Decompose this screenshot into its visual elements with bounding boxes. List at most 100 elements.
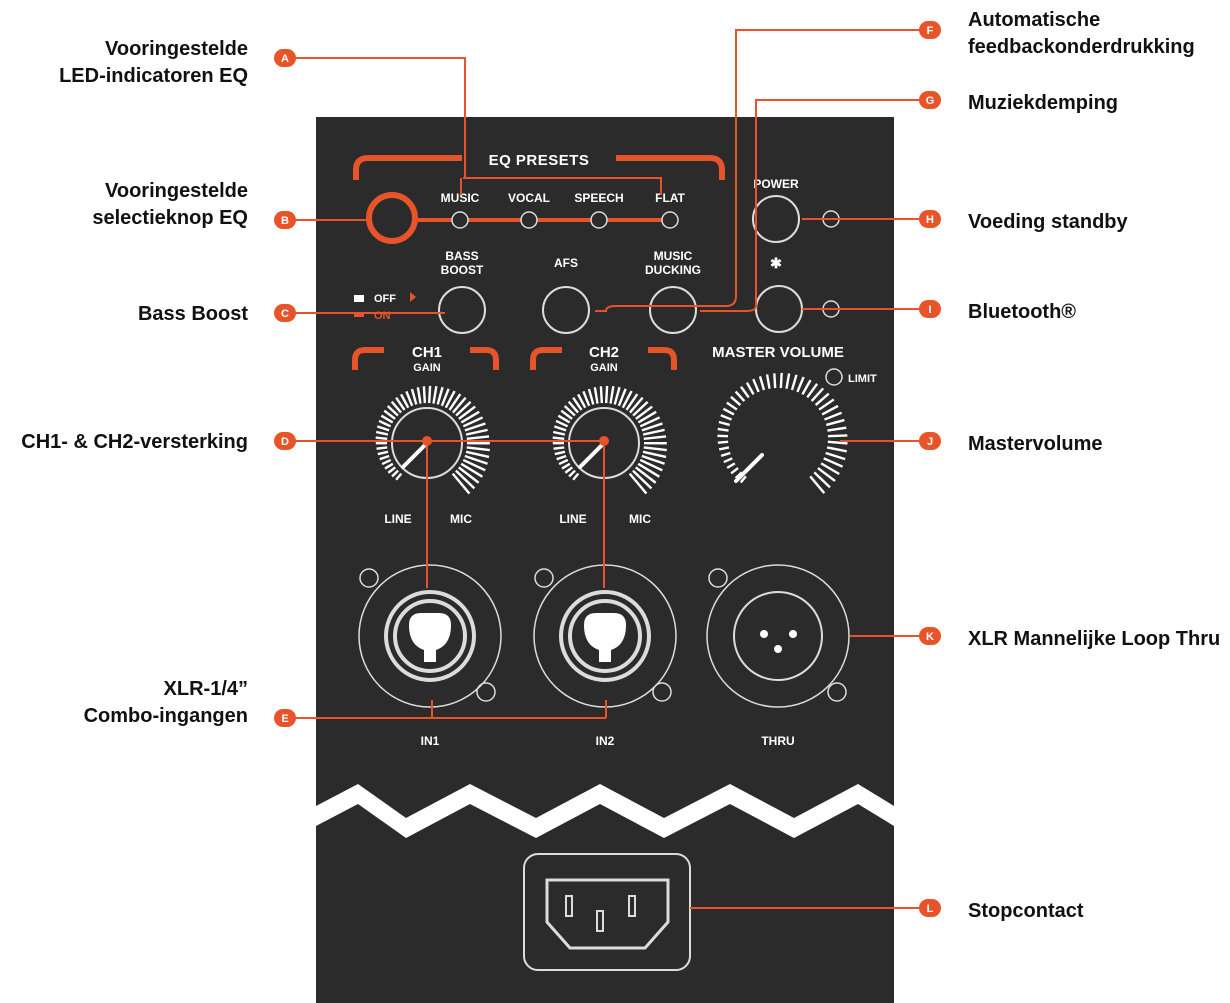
ch1-gain-pointer	[401, 441, 429, 469]
bass-boost-label-2: BOOST	[441, 263, 484, 277]
off-label: OFF	[374, 293, 396, 305]
callout-label-line: Vooringestelde	[105, 38, 248, 60]
callout-badge-letter: B	[281, 215, 289, 227]
callout-b: B Vooringestelde selectieknop EQ	[92, 180, 296, 229]
master-volume-pointer[interactable]	[734, 453, 764, 483]
eq-preset-led-flat	[661, 211, 679, 229]
eq-preset-led-speech	[590, 211, 608, 229]
callout-label-line: feedbackonderdrukking	[968, 36, 1195, 58]
ch2-gain-label: GAIN	[590, 362, 618, 374]
callout-f: F Automatische feedbackonderdrukking	[919, 9, 1195, 58]
off-indicator-icon	[354, 295, 364, 302]
eq-presets-bracket	[353, 155, 725, 180]
callout-e: E XLR-1/4” Combo-ingangen	[84, 678, 296, 727]
callout-d: D CH1- & CH2-versterking	[21, 431, 296, 453]
callout-label-line: Voeding standby	[968, 211, 1129, 233]
limit-led	[825, 368, 843, 386]
ch1-mic-label: MIC	[450, 512, 472, 526]
callout-badge	[274, 432, 296, 450]
ch2-gain-dot	[599, 436, 609, 446]
power-label: POWER	[753, 177, 799, 191]
power-button[interactable]	[752, 195, 800, 243]
ch2-bracket	[530, 347, 677, 370]
ch2-mic-label: MIC	[629, 512, 651, 526]
bass-boost-label-1: BASS	[445, 249, 478, 263]
bass-boost-button[interactable]	[438, 286, 486, 334]
callout-g: G Muziekdemping	[919, 91, 1118, 114]
eq-preset-led-vocal	[520, 211, 538, 229]
callout-badge	[274, 211, 296, 229]
power-inlet[interactable]	[523, 853, 691, 971]
callout-l: L Stopcontact	[919, 899, 1084, 922]
in1-combo-jack[interactable]	[358, 564, 502, 708]
in2-label: IN2	[596, 734, 615, 748]
bluetooth-icon: ✱	[770, 255, 782, 271]
callout-k: K XLR Mannelijke Loop Thru	[919, 627, 1220, 650]
callout-lines	[293, 29, 930, 909]
eq-presets-title: EQ PRESETS	[489, 152, 590, 169]
callout-badge	[919, 899, 941, 917]
master-volume-scale	[717, 372, 848, 494]
callout-label-line: Automatische	[968, 9, 1100, 31]
master-volume-label: MASTER VOLUME	[712, 344, 844, 361]
callout-badge-letter: A	[281, 53, 289, 65]
off-arrow-icon	[410, 292, 416, 302]
callout-badge	[919, 91, 941, 109]
callout-label-line: Bluetooth®	[968, 301, 1076, 323]
eq-preset-label-flat: FLAT	[655, 191, 685, 205]
callout-badge	[919, 432, 941, 450]
ch1-bracket	[352, 347, 499, 370]
callout-badge	[274, 709, 296, 727]
callout-badge-letter: J	[927, 436, 933, 448]
callout-badge	[274, 49, 296, 67]
callout-badge-letter: I	[928, 304, 931, 316]
callout-badge-letter: C	[281, 308, 289, 320]
callout-badge-letter: D	[281, 436, 289, 448]
music-ducking-label-1: MUSIC	[654, 249, 693, 263]
music-ducking-button[interactable]	[649, 286, 697, 334]
panel-break	[316, 784, 894, 838]
callout-badge-letter: E	[281, 713, 288, 725]
ch2-gain-pointer	[578, 441, 606, 469]
callout-label-line: Vooringestelde	[105, 180, 248, 202]
callout-badge-letter: F	[927, 25, 934, 37]
callout-badge	[274, 304, 296, 322]
afs-button[interactable]	[542, 286, 590, 334]
ch1-gain-scale	[375, 385, 490, 495]
afs-label: AFS	[554, 256, 578, 270]
ch1-gain-dot	[422, 436, 432, 446]
callout-label-line: Combo-ingangen	[84, 705, 248, 727]
callout-badge	[919, 300, 941, 318]
thru-label: THRU	[761, 734, 794, 748]
eq-preset-label-speech: SPEECH	[574, 191, 623, 205]
thru-xlr-jack[interactable]	[706, 564, 850, 708]
ch1-line-label: LINE	[384, 512, 411, 526]
callout-label-line: XLR-1/4”	[164, 678, 248, 700]
callout-label-line: XLR Mannelijke Loop Thru	[968, 628, 1220, 650]
on-indicator-icon	[354, 313, 364, 317]
callout-label-line: LED-indicatoren EQ	[59, 65, 248, 87]
callout-badge-letter: H	[926, 214, 934, 226]
callout-badge-letter: G	[926, 95, 935, 107]
callout-h: H Voeding standby	[919, 210, 1129, 233]
callout-label-line: selectieknop EQ	[92, 207, 248, 229]
eq-preset-label-vocal: VOCAL	[508, 191, 550, 205]
callout-label-line: Bass Boost	[138, 303, 248, 325]
music-ducking-label-2: DUCKING	[645, 263, 701, 277]
callout-label-line: Stopcontact	[968, 900, 1084, 922]
callout-badge	[919, 627, 941, 645]
callout-i: I Bluetooth®	[919, 300, 1076, 323]
ch2-label: CH2	[589, 344, 619, 361]
on-label: ON	[374, 310, 391, 322]
callout-label-line: Muziekdemping	[968, 92, 1118, 114]
callout-badge-letter: L	[927, 903, 934, 915]
ch1-label: CH1	[412, 344, 442, 361]
callout-c: C Bass Boost	[138, 303, 296, 325]
eq-preset-led-music	[451, 211, 469, 229]
limit-label: LIMIT	[848, 373, 877, 385]
callout-badge-letter: K	[926, 631, 934, 643]
callout-label-line: CH1- & CH2-versterking	[21, 431, 248, 453]
